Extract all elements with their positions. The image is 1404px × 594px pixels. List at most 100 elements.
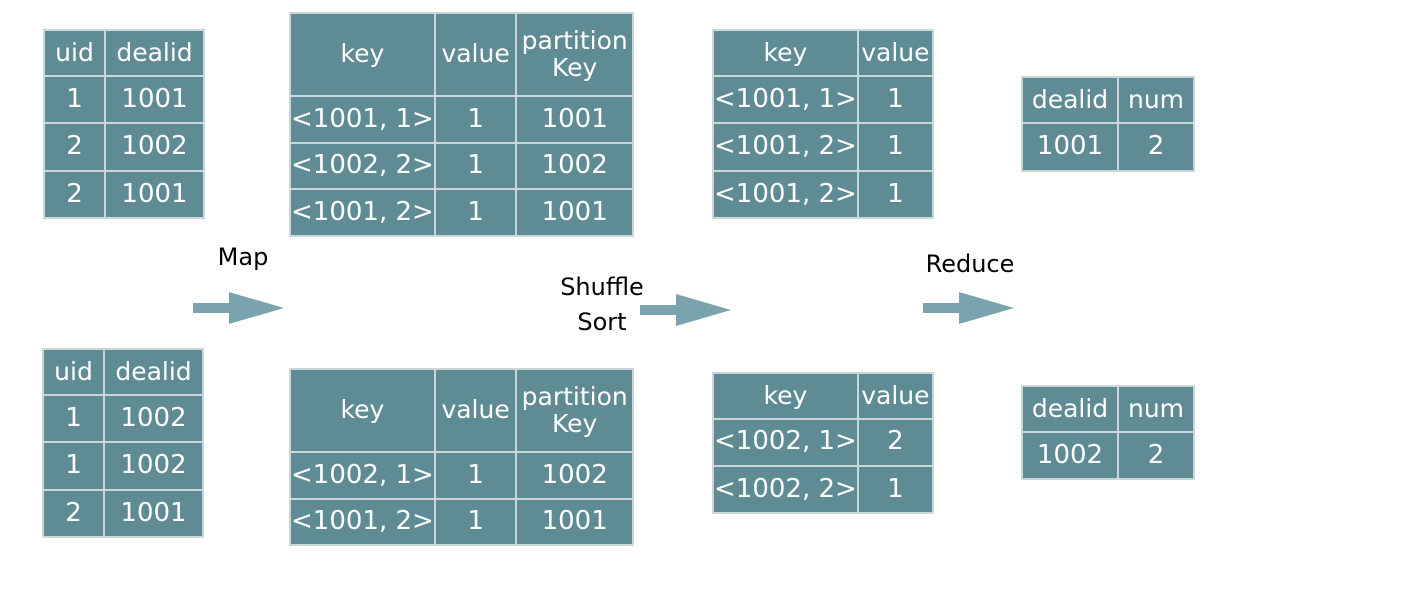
table-cell: 1002 [1021,430,1119,481]
table-cell: 1002 [515,141,634,191]
column-header: uid [42,348,105,396]
map-arrow-shape [193,292,284,324]
table-cell: 1001 [515,497,634,546]
table-cell: 1001 [104,74,205,125]
table-cell: 1001 [515,95,634,144]
column-header: uid [43,29,106,77]
table-cell: 2 [42,488,105,539]
shuffle-label-line1: Shuffle [560,273,644,301]
table-cell: <1001, 2> [289,188,436,237]
table-cell: 2 [43,169,106,220]
shuffle-arrow-icon [640,294,731,326]
shuffle-label-line2: Sort [577,308,627,336]
table-cell: 1001 [103,488,204,539]
column-header: num [1117,385,1195,433]
table-cell: 2 [43,122,106,172]
table-cell: 2 [1117,122,1195,172]
column-header: dealid [104,29,205,77]
column-header: value [433,12,518,97]
table-cell: 1 [433,141,518,191]
column-header: num [1117,75,1195,125]
table-cell: 1001 [515,188,634,237]
table-cell: 1002 [103,393,204,444]
table-cell: 2 [856,417,935,467]
column-header: key [712,372,859,420]
column-header: dealid [1021,75,1119,125]
reduce-arrow-shape [923,292,1014,324]
reduce-arrow-icon [923,292,1014,324]
table-cell: <1001, 1> [289,95,436,144]
column-header: value [856,372,935,420]
table-cell: <1001, 2> [289,497,436,546]
table-row: <1001, 2>1 [712,122,935,172]
column-header: dealid [1021,385,1119,433]
table-cell: <1001, 1> [712,74,859,125]
reduce-label: Reduce [925,250,1015,278]
table-cell: 1 [43,74,106,125]
table-row: <1001, 1>1 [712,74,935,125]
table-cell: 1 [433,188,518,237]
column-header: key [289,12,436,97]
shuffle-arrow-shape [640,294,731,326]
table-cell: 1 [856,122,935,172]
map-arrow-icon [193,292,284,324]
column-header: key [289,368,436,453]
shuffle-label: Shuffle Sort [552,270,652,340]
table-cell: <1002, 2> [712,464,859,515]
table-cell: 1 [42,441,105,491]
table-cell: 1002 [103,441,204,491]
table-cell: <1002, 2> [289,141,436,191]
table-row: <1002, 1>2 [712,417,935,467]
table-cell: <1002, 1> [712,417,859,467]
table-cell: 1 [856,464,935,515]
column-header: value [433,368,518,453]
table-cell: 1002 [104,122,205,172]
table-cell: 1001 [1021,122,1119,172]
table-row: <1002, 2>1 [712,464,935,515]
table-cell: 2 [1117,430,1195,481]
table-cell: <1001, 2> [712,122,859,172]
table-cell: 1 [856,169,935,220]
column-header: key [712,29,859,77]
column-header: value [856,29,935,77]
table-cell: 1 [42,393,105,444]
column-header: dealid [103,348,204,396]
map-label: Map [217,243,269,271]
table-cell: 1002 [515,451,634,500]
table-row: <1001, 2>1 [712,169,935,220]
table-cell: <1001, 2> [712,169,859,220]
table-cell: 1 [433,497,518,546]
table-cell: 1001 [104,169,205,220]
table-cell: 1 [433,451,518,500]
